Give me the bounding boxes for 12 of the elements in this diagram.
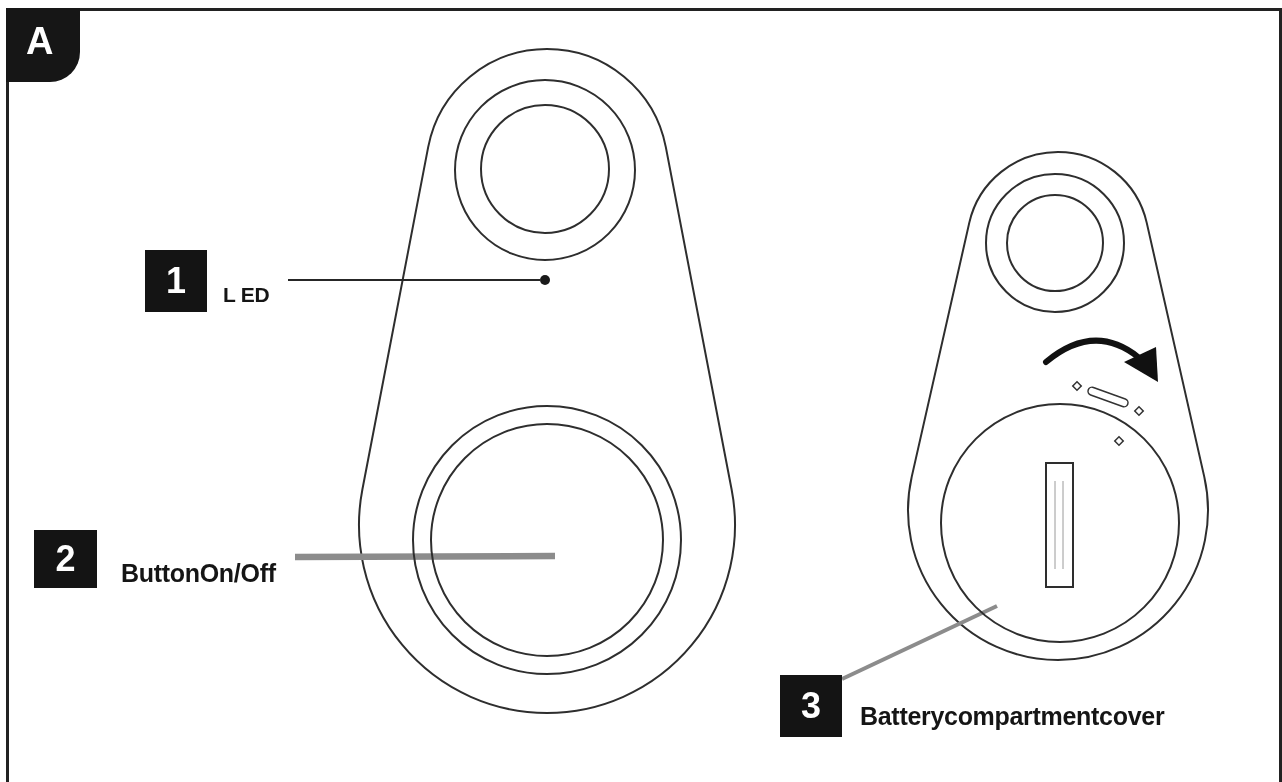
part-label: L ED xyxy=(223,284,270,305)
power-button xyxy=(412,405,682,675)
part-label: ButtonOn/Off xyxy=(121,561,276,586)
leader-line xyxy=(287,279,541,281)
callout-number: 3 xyxy=(780,675,842,737)
panel-tab: A xyxy=(6,8,80,82)
battery-cover xyxy=(940,403,1180,643)
callout-number: 1 xyxy=(145,250,207,312)
led-dot xyxy=(540,275,550,285)
callout-number: 2 xyxy=(34,530,97,588)
part-label: Batterycompartmentcover xyxy=(860,704,1165,729)
leader-line xyxy=(841,604,998,681)
